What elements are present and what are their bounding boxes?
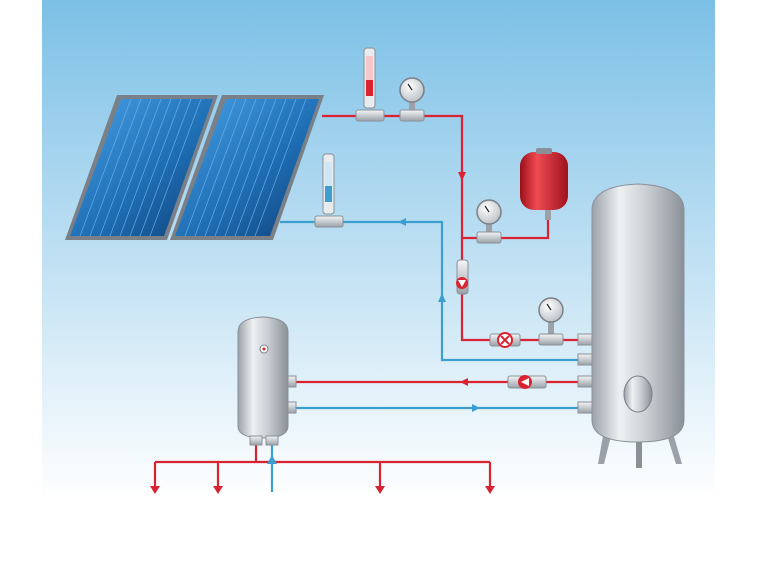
arrow-down-icon xyxy=(213,486,223,494)
flow-meter-icon xyxy=(314,153,344,228)
arrow-left-icon xyxy=(460,378,468,386)
arrow-up-icon xyxy=(438,293,446,302)
pump-icon xyxy=(456,259,469,295)
arrow-left-icon xyxy=(398,218,406,226)
arrow-down-icon xyxy=(375,486,385,494)
expansion-vessel-icon xyxy=(520,148,568,220)
arrow-down-icon xyxy=(485,486,495,494)
pressure-gauge-icon xyxy=(399,77,425,122)
pressure-gauge-icon xyxy=(538,297,564,346)
arrow-down-icon xyxy=(150,486,160,494)
flow-meter-icon xyxy=(355,47,385,122)
cold-pipes xyxy=(270,220,592,492)
solar-panel-icon xyxy=(170,95,324,240)
arrow-up-icon xyxy=(267,455,277,464)
pressure-gauge-icon xyxy=(476,199,502,244)
flow-arrows xyxy=(150,172,495,494)
solar-panel-icon xyxy=(65,95,218,240)
valve-icon xyxy=(489,332,521,348)
storage-tank-icon xyxy=(591,183,685,468)
arrow-right-icon xyxy=(472,404,480,412)
boiler-tank-icon xyxy=(237,316,289,446)
arrow-down-icon xyxy=(458,172,466,181)
pump-icon xyxy=(507,375,547,389)
